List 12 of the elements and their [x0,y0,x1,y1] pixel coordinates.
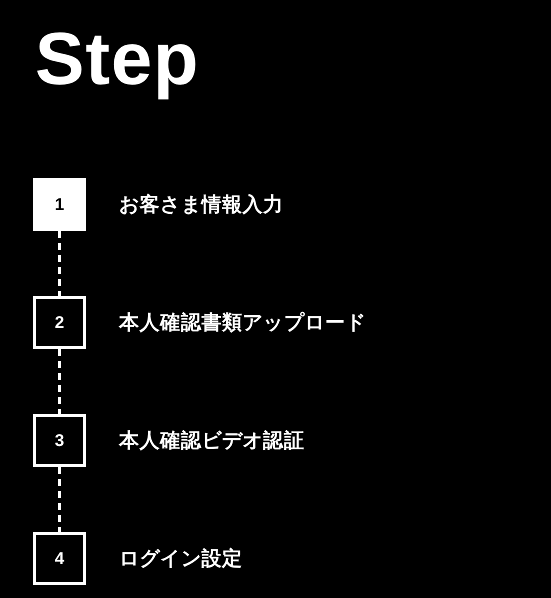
title: Step [35,16,200,102]
step-box: 1 [33,178,86,231]
step-box: 3 [33,414,86,467]
dashed-connector [58,349,61,414]
step-box: 2 [33,296,86,349]
step-label: 本人確認書類アップロード [119,310,366,336]
step-label: ログイン設定 [119,546,243,572]
dashed-connector [58,467,61,532]
dashed-connector [58,231,61,296]
step-label: 本人確認ビデオ認証 [119,428,304,454]
step-box: 4 [33,532,86,585]
step-label: お客さま情報入力 [119,192,284,218]
